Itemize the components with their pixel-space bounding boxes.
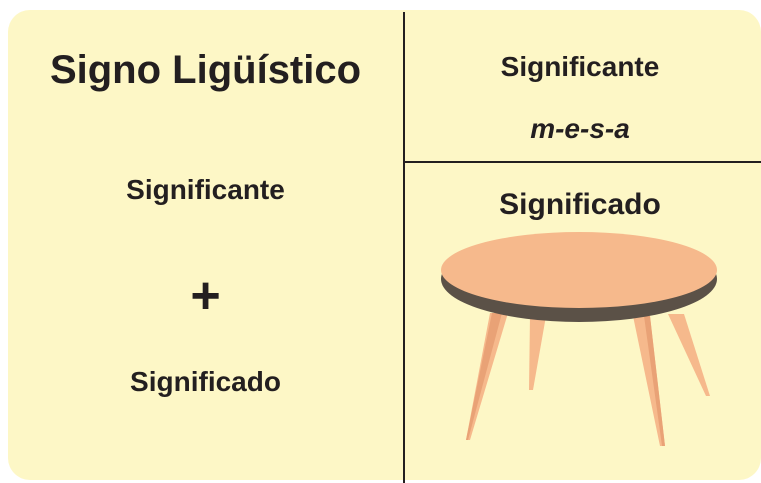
left-significado-label: Significado [130, 366, 281, 397]
vertical-divider [403, 12, 405, 483]
right-significante-label: Significante [500, 51, 660, 82]
word-mesa: m-e-s-a [530, 113, 630, 144]
plus-sign: + [190, 267, 221, 325]
horizontal-divider [404, 161, 761, 163]
table-legs [466, 313, 710, 446]
diagram-title: Signo Ligüístico [49, 48, 362, 92]
right-significado-label: Significado [499, 188, 661, 221]
left-significante-label: Significante [126, 174, 285, 205]
round-table-icon [441, 232, 717, 446]
table-top [441, 232, 717, 308]
